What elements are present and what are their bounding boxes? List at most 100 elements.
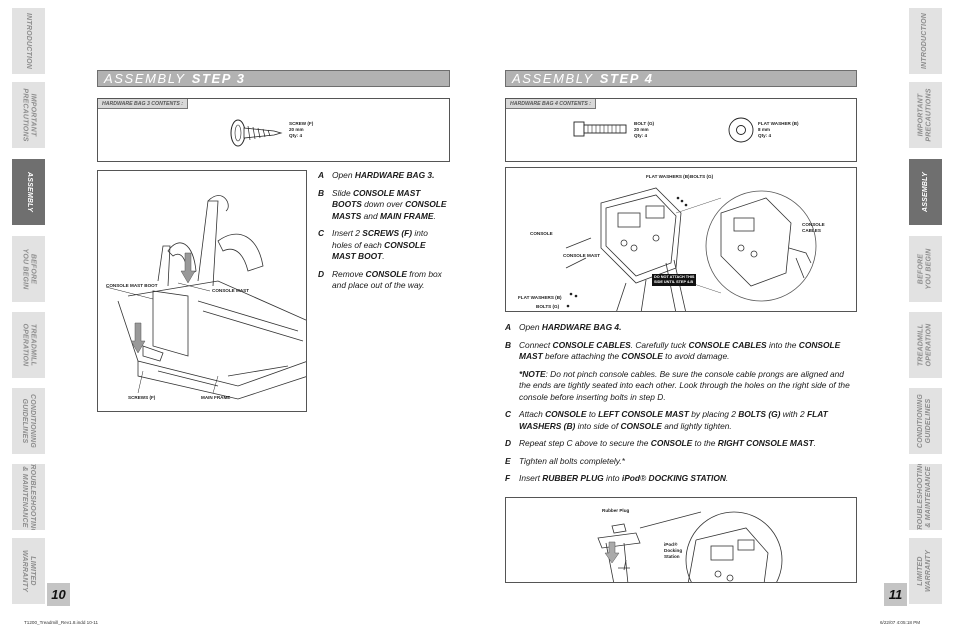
step-emphasis: CONSOLE bbox=[365, 268, 407, 279]
bolt-icon bbox=[573, 121, 627, 137]
callout-console: CONSOLE bbox=[530, 231, 553, 236]
tab-label: LIMITED WARRANTY bbox=[21, 549, 37, 593]
step4-figure-console: FLAT WASHERS (B) BOLTS (G) CONSOLE CONSO… bbox=[505, 167, 857, 312]
callout-flat-washers-bottom: FLAT WASHERS (B) bbox=[518, 295, 562, 300]
step-text: . bbox=[725, 473, 729, 483]
tab-label: TREADMILL OPERATION bbox=[21, 323, 37, 367]
step-emphasis: RIGHT CONSOLE MAST bbox=[717, 438, 814, 448]
step-letter: B bbox=[505, 339, 512, 350]
step4-hardware-label: HARDWARE BAG 4 CONTENTS : bbox=[506, 99, 596, 109]
step4-header: ASSEMBLY STEP 4 bbox=[505, 70, 857, 87]
step3-header: ASSEMBLY STEP 3 bbox=[97, 70, 450, 87]
step-text: into side of bbox=[575, 420, 621, 431]
tab-label: LIMITED WARRANTY bbox=[917, 549, 933, 593]
tab-label: INTRODUCTION bbox=[25, 12, 33, 70]
step-text: and bbox=[361, 210, 380, 221]
tab-important-precautions[interactable]: IMPORTANT PRECAUTIONS bbox=[12, 82, 45, 148]
step-letter: D bbox=[318, 268, 325, 279]
step-letter: C bbox=[318, 228, 325, 238]
step-text: down over bbox=[361, 199, 406, 209]
callout-ipod-station: iPod® Docking Station bbox=[664, 542, 683, 559]
instruction-step: *NOTE: Do not pinch console cables. Be s… bbox=[505, 369, 857, 404]
step3-figure: CONSOLE MAST BOOT CONSOLE MAST SCREWS (F… bbox=[97, 170, 307, 412]
step-text: to avoid damage. bbox=[662, 351, 730, 361]
step-emphasis: CONSOLE MAST bbox=[519, 339, 841, 362]
step-text: and lightly tighten. bbox=[661, 420, 732, 431]
callout-rubber-plug: Rubber Plug bbox=[602, 508, 630, 513]
callout-console-mast-boot: CONSOLE MAST BOOT bbox=[106, 283, 158, 288]
step-text: . bbox=[433, 210, 436, 221]
step3-hardware-box: HARDWARE BAG 3 CONTENTS : SCREW (F) 20 m… bbox=[97, 98, 450, 162]
step-text: into the bbox=[766, 339, 799, 350]
step-text: Repeat step C above to secure the bbox=[519, 438, 651, 448]
tab-treadmill-operation[interactable]: TREADMILL OPERATION bbox=[909, 312, 942, 378]
tab-label: ASSEMBLY bbox=[25, 172, 33, 212]
callout-console-mast: CONSOLE MAST bbox=[212, 288, 250, 293]
screw-info: SCREW (F) 20 mm Qty: 4 bbox=[289, 121, 314, 138]
step-letter: C bbox=[505, 409, 512, 419]
tab-label: CONDITIONING GUIDELINES bbox=[21, 393, 37, 449]
tab-label: TROUBLESHOOTING & MAINTENANCE bbox=[21, 464, 37, 530]
step-emphasis: BOLTS (G) bbox=[738, 409, 781, 419]
step-emphasis: CONSOLE bbox=[620, 420, 662, 431]
step-text: . Carefully tuck bbox=[630, 339, 689, 350]
screw-icon bbox=[230, 119, 283, 147]
step-text: Open bbox=[519, 322, 542, 332]
step-text: into holes of each bbox=[332, 228, 428, 250]
tab-assembly[interactable]: ASSEMBLY bbox=[909, 159, 942, 225]
tab-troubleshooting-maintenance[interactable]: TROUBLESHOOTING & MAINTENANCE bbox=[12, 464, 45, 530]
footer-filename: T1200_Treadmill_Rev1.8.indd 10-11 bbox=[24, 620, 99, 625]
step-text: to the bbox=[692, 438, 718, 448]
tab-label: IMPORTANT PRECAUTIONS bbox=[21, 88, 37, 142]
tab-label: BEFORE YOU BEGIN bbox=[917, 248, 933, 290]
flat-washer-icon bbox=[728, 117, 754, 143]
step-emphasis: RUBBER PLUG bbox=[542, 473, 604, 483]
step-emphasis: *NOTE bbox=[519, 368, 546, 379]
step-text: Open bbox=[332, 170, 355, 180]
tab-label: TROUBLESHOOTING & MAINTENANCE bbox=[917, 464, 933, 530]
tab-conditioning-guidelines[interactable]: CONDITIONING GUIDELINES bbox=[909, 388, 942, 454]
step3-hardware-label: HARDWARE BAG 3 CONTENTS : bbox=[98, 99, 188, 109]
step3-header-bold: STEP 3 bbox=[191, 71, 246, 86]
step-emphasis: HARDWARE BAG 3. bbox=[354, 170, 435, 180]
step-letter: D bbox=[505, 438, 512, 448]
step-text: Remove bbox=[332, 268, 366, 279]
tab-introduction[interactable]: INTRODUCTION bbox=[909, 8, 942, 74]
step-emphasis: CONSOLE bbox=[545, 409, 587, 419]
tab-label: IMPORTANT PRECAUTIONS bbox=[917, 88, 933, 142]
step-text: : Do not pinch console cables. Be sure t… bbox=[519, 368, 850, 402]
tab-before-you-begin[interactable]: BEFORE YOU BEGIN bbox=[909, 236, 942, 302]
step-emphasis: MAIN FRAME bbox=[379, 210, 434, 221]
step-emphasis: CONSOLE MAST BOOT bbox=[332, 239, 426, 262]
bolt-info: BOLT (G) 20 mm Qty: 4 bbox=[634, 121, 655, 138]
tab-before-you-begin[interactable]: BEFORE YOU BEGIN bbox=[12, 236, 45, 302]
step4-hardware-box: HARDWARE BAG 4 CONTENTS : BOLT (G) 20 mm… bbox=[505, 98, 857, 162]
tab-important-precautions[interactable]: IMPORTANT PRECAUTIONS bbox=[909, 82, 942, 148]
tab-troubleshooting-maintenance[interactable]: TROUBLESHOOTING & MAINTENANCE bbox=[909, 464, 942, 530]
tab-label: TREADMILL OPERATION bbox=[917, 323, 933, 367]
footer-date: 6/22/07 4:05:18 PM bbox=[880, 620, 921, 625]
step4-header-light: ASSEMBLY bbox=[512, 71, 594, 86]
tab-conditioning-guidelines[interactable]: CONDITIONING GUIDELINES bbox=[12, 388, 45, 454]
step4-figure-ipod: Rubber Plug iPod® Docking Station bbox=[505, 497, 857, 583]
treadmill-frame-illustration bbox=[105, 195, 306, 400]
ipod-dock-illustration bbox=[597, 511, 783, 582]
step-letter: B bbox=[318, 187, 325, 198]
step-text: ® bbox=[640, 473, 647, 483]
tab-limited-warranty[interactable]: LIMITED WARRANTY bbox=[909, 538, 942, 604]
step-text: into bbox=[603, 473, 622, 483]
step-text: . bbox=[382, 251, 385, 261]
step-emphasis: CONSOLE MAST BOOTS bbox=[332, 187, 421, 210]
tab-assembly[interactable]: ASSEMBLY bbox=[12, 159, 45, 225]
tab-treadmill-operation[interactable]: TREADMILL OPERATION bbox=[12, 312, 45, 378]
tab-introduction[interactable]: INTRODUCTION bbox=[12, 8, 45, 74]
tab-limited-warranty[interactable]: LIMITED WARRANTY bbox=[12, 538, 45, 604]
step-letter: A bbox=[505, 322, 512, 332]
step-text: before attaching the bbox=[542, 351, 622, 361]
step3-header-light: ASSEMBLY bbox=[104, 71, 186, 86]
